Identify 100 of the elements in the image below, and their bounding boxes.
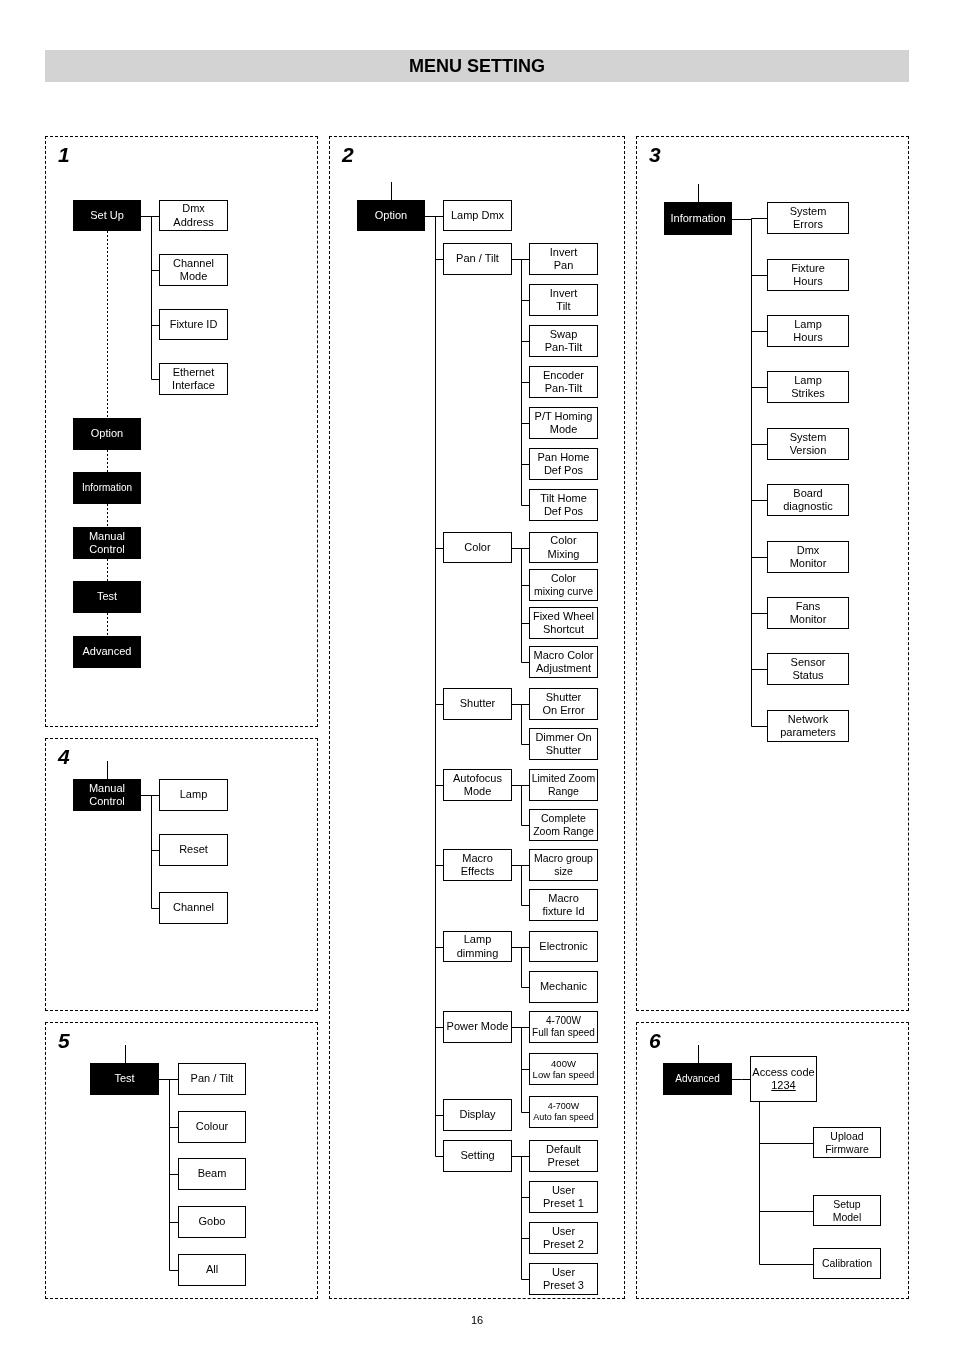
access-code-value: 1234 [770,1079,797,1093]
menu-option-box: 4-700W Full fan speed [529,1011,598,1043]
menu-option-box: Shutter [443,688,512,720]
menu-option-box: Channel [159,892,228,924]
menu-option-box: Channel Mode [159,254,228,286]
menu-heading-box: Test [90,1063,159,1095]
connector-stub [391,181,392,201]
page-number: 16 [469,1314,485,1326]
panel-number: 2 [342,143,354,167]
menu-option-box: Tilt Home Def Pos [529,489,598,521]
menu-option-box: User Preset 2 [529,1222,598,1254]
menu-option-box: Lamp [159,779,228,811]
menu-option-box: All [178,1254,246,1286]
menu-heading-box: Test [73,581,141,613]
menu-option-box: User Preset 1 [529,1181,598,1213]
connector-line [511,1027,530,1113]
menu-option-box: Macro Color Adjustment [529,646,598,678]
menu-option-box: Lamp dimming [443,931,512,962]
dotted-connector [107,612,108,637]
connector-line [731,1079,751,1080]
connector-line [511,704,530,745]
box-label: Access code [752,1065,815,1079]
connector-stub [698,1044,699,1064]
connector-line [511,259,530,506]
menu-option-box: Fans Monitor [767,597,849,629]
connector-line [511,548,530,663]
connector-line [158,1079,179,1271]
menu-option-box: Macro Effects [443,849,512,881]
menu-option-box: Fixture ID [159,309,228,340]
connector-line [140,216,160,380]
connector-stub [107,760,108,780]
title-banner: MENU SETTING [45,50,909,82]
panel-number: 3 [649,143,661,167]
menu-option-box: Lamp Dmx [443,200,512,231]
menu-heading-box: Information [73,472,141,504]
dotted-connector [107,503,108,528]
connector-stub [125,1044,126,1064]
menu-option-box: Electronic [529,931,598,962]
menu-option-box: Calibration [813,1248,881,1279]
menu-option-box: Macro fixture Id [529,889,598,921]
menu-option-box: Lamp Hours [767,315,849,347]
menu-option-box: Macro group size [529,849,598,881]
connector-line [511,1156,530,1280]
menu-option-box: Beam [178,1158,246,1190]
menu-option-box: Pan / Tilt [443,243,512,275]
menu-option-box: System Errors [767,202,849,234]
menu-heading-box: Manual Control [73,527,141,559]
menu-option-box: Pan / Tilt [178,1063,246,1095]
menu-panel [329,136,625,1299]
menu-option-box: Setup Model [813,1195,881,1226]
menu-option-box: Limited Zoom Range [529,769,598,801]
panel-number: 6 [649,1029,661,1053]
menu-option-box: 400W Low fan speed [529,1053,598,1085]
menu-heading-box: Option [357,200,425,231]
panel-number: 5 [58,1029,70,1053]
menu-option-box: Dimmer On Shutter [529,728,598,760]
menu-option-box: Color Mixing [529,532,598,563]
menu-option-box: Network parameters [767,710,849,742]
dotted-connector [107,449,108,473]
menu-option-box: Mechanic [529,971,598,1003]
dotted-connector [107,230,108,419]
menu-option-box: Complete Zoom Range [529,809,598,841]
menu-option-box: Default Preset [529,1140,598,1172]
menu-option-box: Invert Pan [529,243,598,275]
menu-option-box: Dmx Monitor [767,541,849,573]
menu-heading-box: Advanced [663,1063,732,1095]
menu-panel [45,1022,318,1299]
menu-heading-box: Manual Control [73,779,141,811]
menu-panel [45,738,318,1011]
connector-line [759,1101,814,1265]
menu-option-box: System Version [767,428,849,460]
connector-line [511,947,530,988]
menu-option-box: Ethernet Interface [159,363,228,395]
panel-number: 4 [58,745,70,769]
menu-option-box: Gobo [178,1206,246,1238]
connector-stub [698,183,699,203]
menu-option-box: Colour [178,1111,246,1143]
menu-option-box: Sensor Status [767,653,849,685]
menu-option-box: Dmx Address [159,200,228,231]
menu-option-box: Fixed Wheel Shortcut [529,607,598,639]
menu-panel [636,1022,909,1299]
menu-option-box: Color [443,532,512,563]
menu-option-box: Fixture Hours [767,259,849,291]
menu-option-box: Pan Home Def Pos [529,448,598,480]
menu-option-box: User Preset 3 [529,1263,598,1295]
menu-option-box [750,1056,817,1102]
connector-line [140,795,160,909]
menu-heading-box: Information [664,202,732,235]
menu-option-box: Invert Tilt [529,284,598,316]
panel-number: 1 [58,143,70,167]
dotted-connector [107,558,108,582]
menu-heading-box: Set Up [73,200,141,231]
menu-panel [636,136,909,1011]
menu-option-box: Swap Pan-Tilt [529,325,598,357]
connector-line [511,865,530,906]
menu-heading-box: Option [73,418,141,450]
menu-option-box: Power Mode [443,1011,512,1043]
menu-option-box: Board diagnostic [767,484,849,516]
menu-option-box: Encoder Pan-Tilt [529,366,598,398]
menu-option-box: Reset [159,834,228,866]
